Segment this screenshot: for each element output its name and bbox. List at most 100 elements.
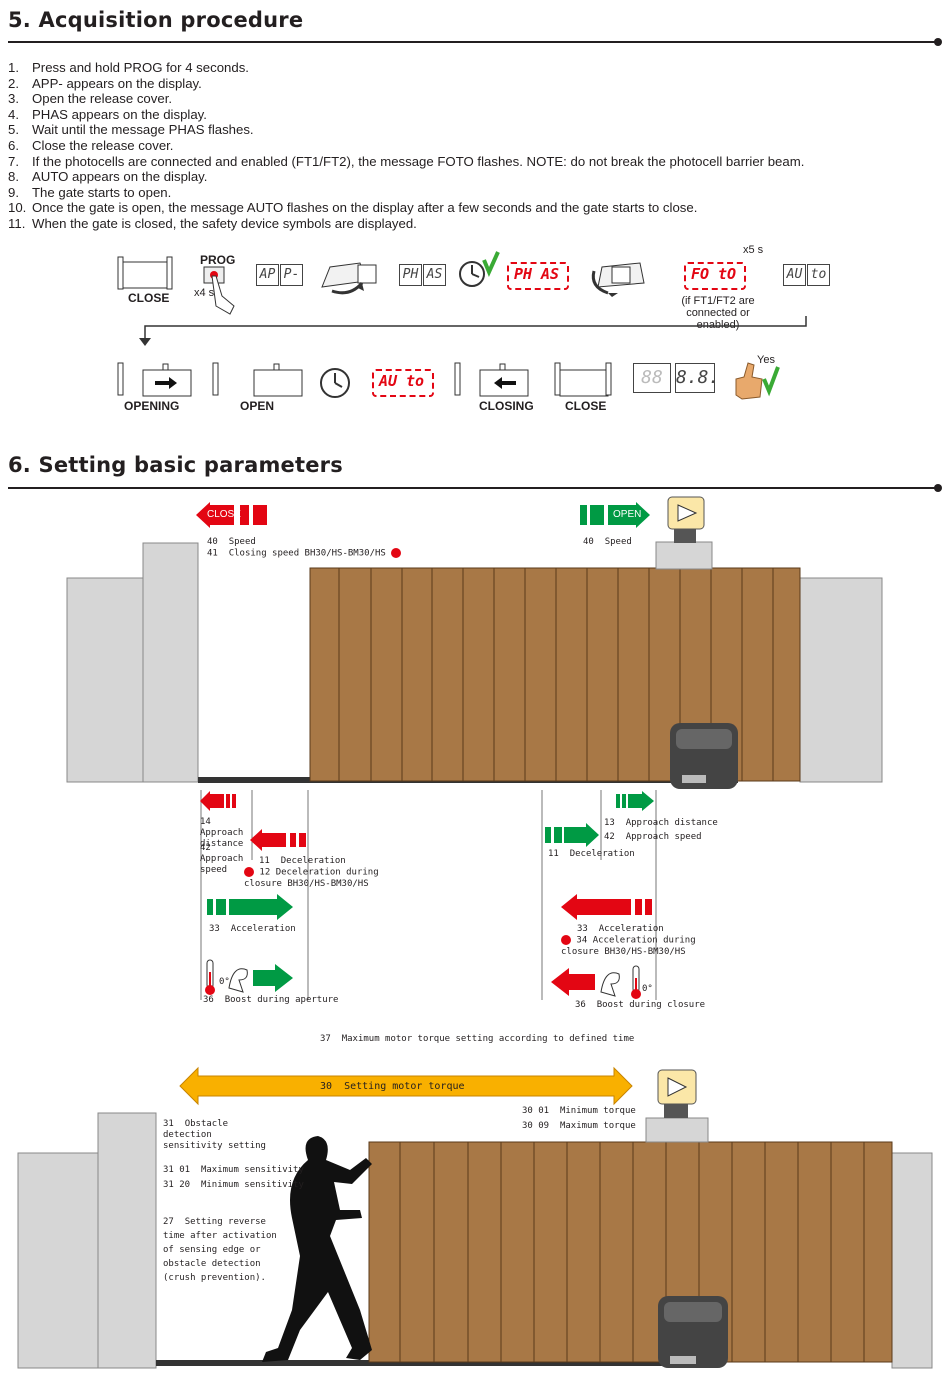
param-33-acceleration-left: 33 Acceleration — [209, 924, 296, 934]
gate-closing-icon — [454, 362, 529, 397]
param-30-01-min-torque: 30 01 Minimum torque — [522, 1106, 636, 1116]
step-item: 10.Once the gate is open, the message AU… — [8, 200, 698, 216]
param-31-20-min-sensitivity: 31 20 Minimum sensitivity — [163, 1180, 304, 1190]
display-auto-b: to — [807, 264, 830, 286]
display-app-a: AP — [256, 264, 279, 286]
label-prog: PROG — [200, 253, 236, 267]
gate-open-icon — [212, 362, 303, 397]
deceleration-arrow-left — [250, 829, 306, 851]
gate-illustration-top — [66, 496, 883, 789]
label-opening: OPENING — [124, 399, 180, 413]
gate-opening-icon — [117, 362, 192, 397]
approach-arrow-right — [616, 791, 654, 811]
label-close-2: CLOSE — [565, 399, 607, 413]
display-segments-b: 8.8. — [675, 363, 719, 393]
param-40-speed-left: 40 Speed — [207, 537, 256, 547]
label-yes: Yes — [757, 354, 775, 366]
flash-foto-b: tO — [717, 265, 737, 283]
boost-thermometer-arm-icon-left — [205, 959, 293, 995]
flash-auto-a: AU — [378, 372, 398, 390]
warning-icon — [244, 867, 254, 877]
section-5-heading: 5. Acquisition procedure — [8, 8, 303, 32]
label-x5s: x5 s — [743, 244, 764, 256]
warning-icon — [561, 935, 571, 945]
section-6-number: 6. — [8, 453, 31, 477]
section-5-number: 5. — [8, 8, 31, 32]
clock-icon — [320, 368, 350, 398]
flash-burst-phas — [507, 262, 569, 290]
close-direction-arrow — [196, 502, 267, 528]
display-segments-a: 88 — [633, 363, 671, 393]
warning-icon — [391, 548, 402, 558]
section-6-rule-dot — [934, 484, 942, 492]
param-41-closing-speed: 41 Closing speed BH30/HS-BM30/HS — [207, 548, 402, 560]
flash-foto-a: FO — [690, 265, 710, 283]
step-item: 11.When the gate is closed, the safety d… — [8, 215, 417, 231]
zero-degree-right: 0° — [642, 984, 653, 994]
label-open: OPEN — [240, 399, 275, 413]
close-button-label: CLOSE — [207, 509, 241, 520]
display-app-b: P- — [280, 264, 303, 286]
label-x4s: x4 s — [194, 287, 215, 299]
param-11-deceleration-left: 11 Deceleration — [259, 856, 346, 866]
param-13-approach-distance: 13 Approach distance — [604, 818, 718, 828]
param-11-deceleration-right: 11 Deceleration — [548, 849, 635, 859]
param-36-boost-aperture: 36 Boost during aperture — [203, 995, 339, 1005]
param-27-reverse-time: 27 Setting reverse time after activation… — [163, 1217, 277, 1283]
flash-burst-foto — [684, 262, 746, 290]
display-phas-b: AS — [423, 264, 446, 286]
foto-note: (if FT1/FT2 are connected or enabled) — [681, 295, 755, 331]
flash-phas-a: PH — [513, 265, 533, 283]
param-30-09-max-torque: 30 09 Maximum torque — [522, 1121, 636, 1131]
acceleration-arrow-right — [561, 894, 652, 920]
display-phas-a: PH — [399, 264, 422, 286]
param-31-obstacle-detection: 31 Obstacle detection sensitivity settin… — [163, 1119, 266, 1151]
step-item: 1.Press and hold PROG for 4 seconds. — [8, 60, 249, 75]
flow-connector — [139, 316, 807, 346]
deceleration-arrow-right — [545, 823, 599, 847]
param-37-max-torque-time: 37 Maximum motor torque setting accordin… — [320, 1034, 635, 1044]
param-42-approach-speed-right: 42 Approach speed — [604, 832, 702, 842]
clock-check-icon — [459, 251, 500, 287]
label-close: CLOSE — [128, 291, 170, 305]
section-5-rule — [8, 41, 938, 43]
release-cover-close-icon — [591, 262, 645, 297]
step-item: 8.AUTO appears on the display. — [8, 169, 208, 185]
step-item: 2.APP- appears on the display. — [8, 75, 202, 91]
step-item: 3.Open the release cover. — [8, 91, 173, 107]
param-31-01-max-sensitivity: 31 01 Maximum sensitivity — [163, 1165, 304, 1175]
section-6-rule — [8, 487, 938, 489]
label-closing: CLOSING — [479, 399, 534, 413]
param-42-approach-speed-left: 42 Approach speed — [200, 843, 244, 875]
flash-burst-auto — [372, 369, 434, 397]
section-6-heading: 6. Setting basic parameters — [8, 453, 343, 477]
flash-auto-b: to — [405, 372, 425, 390]
param-34-acceleration-closure: 34 Acceleration during closure BH30/HS-B… — [561, 935, 696, 957]
gate-closed-icon-2 — [554, 362, 612, 397]
section-5-rule-dot — [934, 38, 942, 46]
acceleration-arrow-left — [207, 894, 293, 920]
step-item: 7.If the photocells are connected and en… — [8, 153, 805, 169]
phase-guide-lines — [200, 790, 657, 1000]
gate-closed-icon — [117, 256, 173, 290]
release-cover-open-icon — [321, 262, 377, 295]
step-item: 5.Wait until the message PHAS flashes. — [8, 122, 254, 138]
section-5-title: Acquisition procedure — [38, 8, 304, 32]
boost-thermometer-arm-icon-right — [551, 965, 641, 999]
step-item: 6.Close the release cover. — [8, 137, 174, 153]
open-direction-arrow — [580, 502, 650, 528]
param-33-acceleration-right: 33 Acceleration — [577, 924, 664, 934]
zero-degree-left: 0° — [219, 977, 230, 987]
approach-arrow-left — [200, 791, 236, 811]
param-12-deceleration-closure: 12 Deceleration during closure BH30/HS-B… — [244, 867, 379, 889]
flash-phas-b: AS — [540, 265, 560, 283]
procedure-steps: 1.Press and hold PROG for 4 seconds. 2.A… — [8, 60, 804, 232]
section-6-title: Setting basic parameters — [38, 453, 343, 477]
param-14-approach-distance: 14 Approach distance — [200, 817, 244, 849]
thumbs-up-check-icon — [735, 362, 780, 400]
gate-illustration-bottom — [17, 1066, 933, 1369]
display-auto-a: AU — [783, 264, 806, 286]
param-36-boost-closure: 36 Boost during closure — [575, 1000, 706, 1010]
prog-button-icon — [203, 266, 235, 315]
open-button-label: OPEN — [613, 509, 642, 520]
